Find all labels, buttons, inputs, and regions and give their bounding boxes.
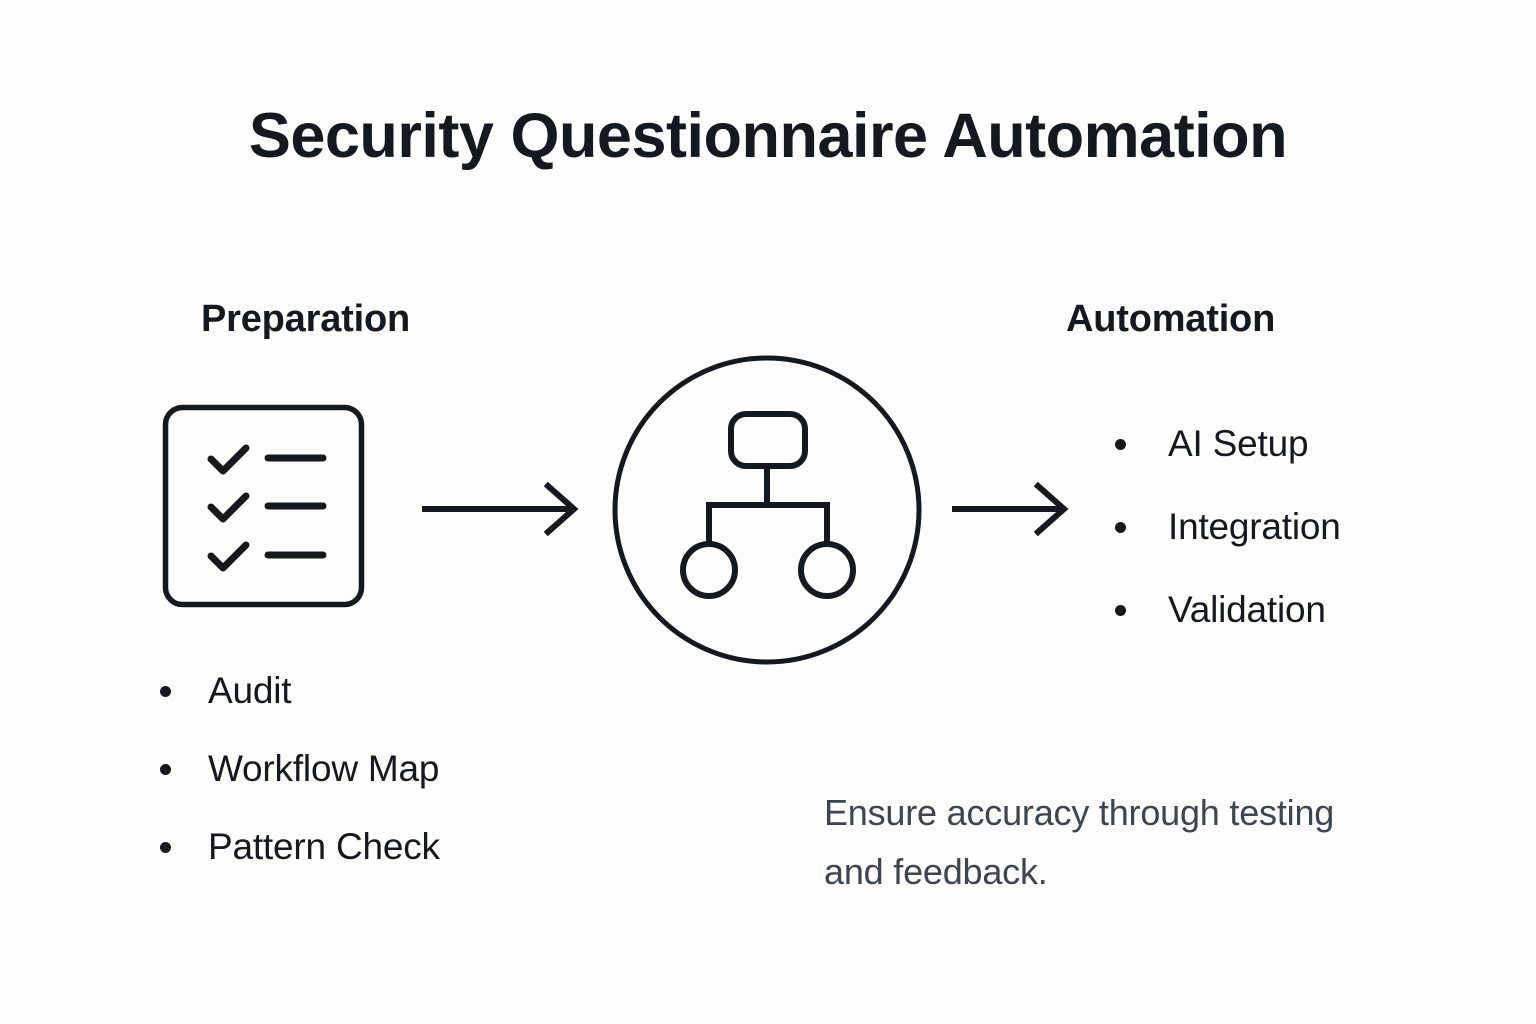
page-title: Security Questionnaire Automation: [248, 101, 1288, 171]
list-item[interactable]: Validation: [1115, 591, 1341, 628]
list-item[interactable]: Pattern Check: [160, 828, 440, 865]
list-item-label: Pattern Check: [208, 826, 440, 867]
left-column-list: Audit Workflow Map Pattern Check: [160, 672, 440, 906]
bullet-dot-icon: [1115, 439, 1126, 450]
list-item[interactable]: AI Setup: [1115, 425, 1341, 462]
list-item-label: Validation: [1168, 589, 1326, 630]
right-column-heading: Automation: [1066, 298, 1276, 340]
left-column-heading: Preparation: [201, 298, 410, 340]
bullet-dot-icon: [160, 686, 171, 697]
bullet-dot-icon: [160, 842, 171, 853]
list-item-label: AI Setup: [1168, 423, 1309, 464]
list-item-label: Workflow Map: [208, 748, 440, 789]
checklist-icon: [162, 404, 365, 608]
bullet-dot-icon: [160, 764, 171, 775]
list-item-label: Audit: [208, 670, 292, 711]
list-item[interactable]: Workflow Map: [160, 750, 440, 787]
flow-arrow-2-icon: [952, 481, 1069, 537]
bullet-dot-icon: [1115, 522, 1126, 533]
list-item-label: Integration: [1168, 506, 1341, 547]
network-hierarchy-icon: [612, 355, 922, 665]
bullet-dot-icon: [1115, 605, 1126, 616]
list-item[interactable]: Audit: [160, 672, 440, 709]
automation-caption: Ensure accuracy through testing and feed…: [824, 792, 1335, 893]
flow-arrow-1-icon: [422, 481, 579, 537]
right-column-list: AI Setup Integration Validation: [1115, 425, 1341, 674]
list-item[interactable]: Integration: [1115, 508, 1341, 545]
